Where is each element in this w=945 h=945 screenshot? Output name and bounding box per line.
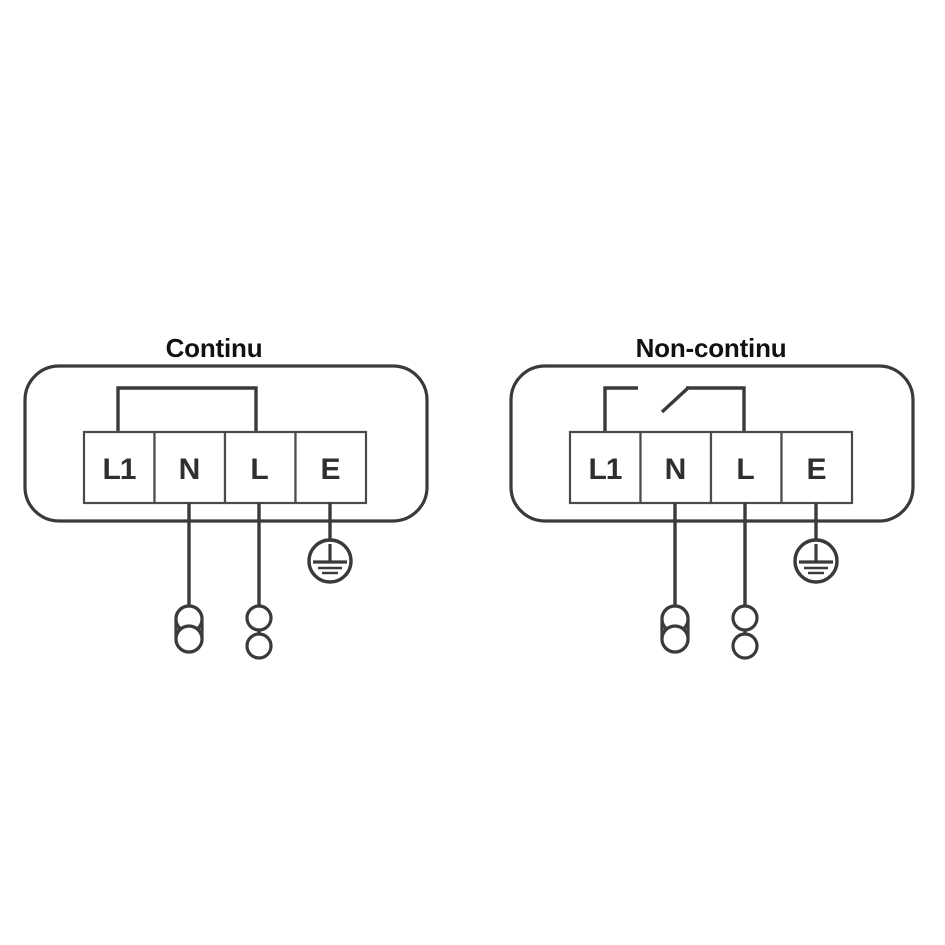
terminal-label-e: E [320, 453, 339, 486]
terminal-block-non-continu: L1 N L E [568, 430, 854, 505]
connector-beads-l-continu [245, 604, 273, 660]
terminal-label-l1: L1 [102, 453, 135, 486]
terminal-block-continu: L1 N L E [82, 430, 368, 505]
terminal-label-n: N [665, 453, 686, 486]
terminal-label-l1: L1 [588, 453, 621, 486]
connector-beads-l-non-continu [731, 604, 759, 660]
diagram-continu: L1 N L E [23, 364, 429, 660]
ground-symbol-non-continu [793, 538, 839, 584]
terminal-cell-n [153, 430, 227, 505]
capsule-circle-bottom [660, 624, 690, 654]
connector-capsule-n-non-continu [660, 604, 690, 654]
terminal-cell-e [294, 430, 368, 505]
ground-symbol-continu [307, 538, 353, 584]
terminal-label-l: L [250, 453, 268, 486]
terminal-cell-l1 [568, 430, 642, 505]
connector-capsule-n-continu [174, 604, 204, 654]
diagram-title-continu: Continu [165, 333, 263, 363]
terminal-cell-l1 [82, 430, 156, 505]
terminal-label-e: E [806, 453, 825, 486]
terminal-label-n: N [179, 453, 200, 486]
terminal-cell-n [639, 430, 713, 505]
bead-circle-top [731, 604, 759, 632]
enclosure-outline-non-continu [509, 364, 915, 523]
bead-circle-bottom [245, 632, 273, 660]
switch-blade [660, 386, 690, 414]
enclosure-outline-continu [23, 364, 429, 523]
bead-circle-top [245, 604, 273, 632]
diagram-non-continu: L1 N L E [509, 364, 915, 660]
capsule-circle-bottom [174, 624, 204, 654]
bead-circle-bottom [731, 632, 759, 660]
diagram-title-non-continu: Non-continu [635, 333, 787, 363]
terminal-cell-e [780, 430, 854, 505]
terminal-label-l: L [736, 453, 754, 486]
